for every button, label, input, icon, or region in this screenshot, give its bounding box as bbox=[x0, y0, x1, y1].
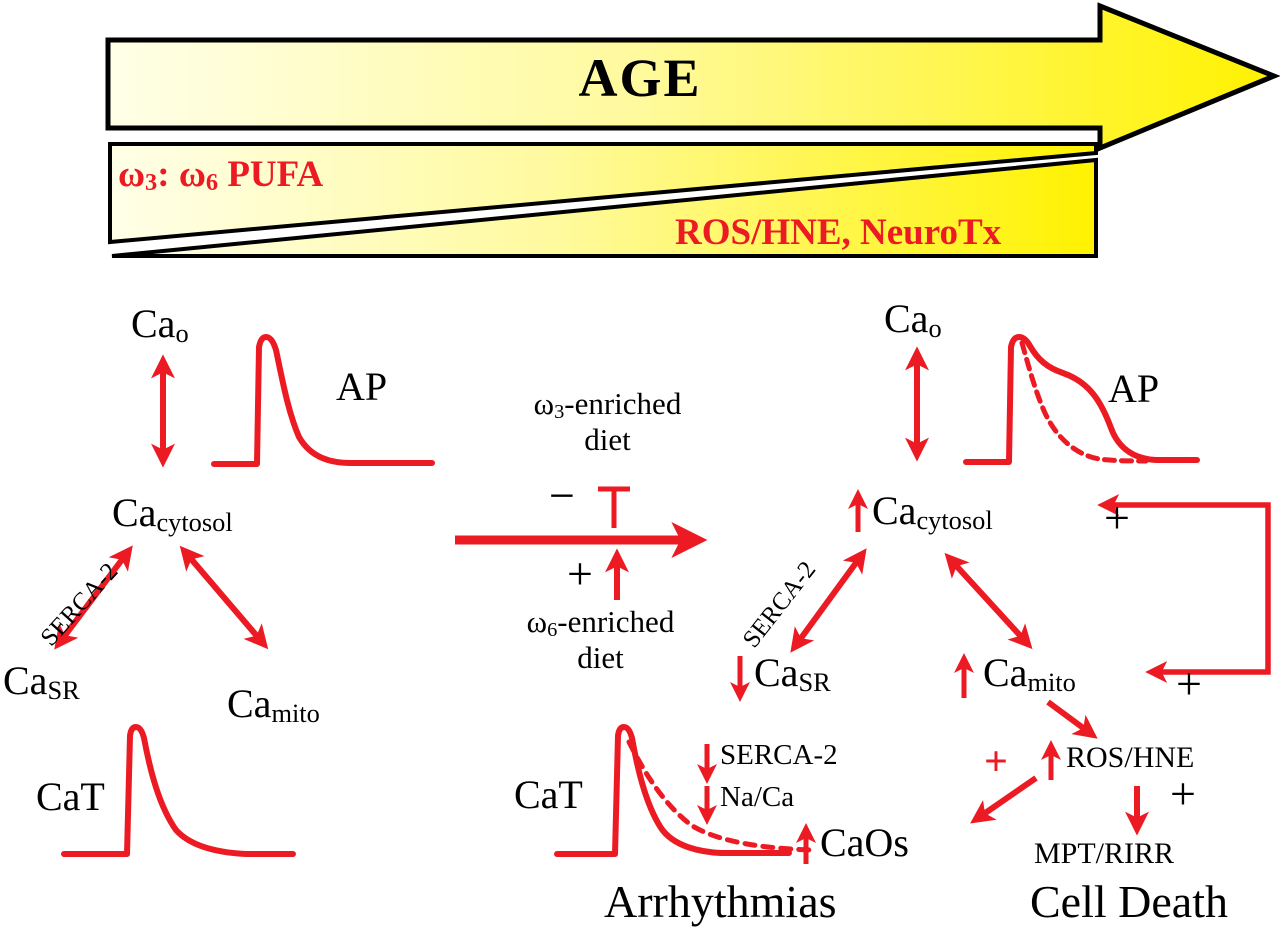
pufa-wedge bbox=[108, 142, 1098, 245]
young-camito-label: Camito bbox=[227, 681, 320, 728]
plus-sign-cytosol-feedback: + bbox=[1104, 492, 1130, 543]
young-cacytosol-label: Cacytosol bbox=[112, 490, 233, 537]
aged-camito-label: Camito bbox=[983, 650, 1076, 697]
omega3-diet-label-line2: diet bbox=[584, 422, 631, 457]
naca-decrease-label: Na/Ca bbox=[720, 781, 795, 813]
young-cat-label: CaT bbox=[36, 774, 105, 819]
aged-ap-trace-solid bbox=[963, 334, 1200, 465]
serca2-decrease-label: SERCA-2 bbox=[720, 739, 838, 771]
omega6-diet-label-line1: ω6-enriched bbox=[526, 604, 675, 641]
ros-hne-label: ROS/HNE bbox=[1066, 741, 1195, 774]
ros-neurotx-label: ROS/HNE, NeuroTx bbox=[675, 212, 1002, 253]
aged-cytosol-mito-arrow bbox=[944, 552, 1033, 650]
plus-sign-mpt: + bbox=[1170, 768, 1196, 819]
arrhythmias-label: Arrhythmias bbox=[604, 876, 837, 927]
aged-ap-trace-dashed bbox=[1019, 340, 1149, 464]
cell-death-label: Cell Death bbox=[1030, 876, 1228, 927]
omega3-minus-sign: − bbox=[549, 470, 575, 521]
young-ap-label: AP bbox=[336, 364, 388, 409]
aged-cat-label: CaT bbox=[514, 772, 583, 817]
ros-feedback-path bbox=[1097, 494, 1271, 683]
omega3-diet-label-line1: ω3-enriched bbox=[533, 386, 682, 423]
ros-to-caos-arrow bbox=[970, 775, 1038, 824]
ros-wedge bbox=[111, 157, 1098, 258]
young-cao-label: Cao bbox=[131, 301, 189, 348]
young-cat-trace bbox=[61, 724, 296, 857]
mito-to-ros-arrow bbox=[1046, 699, 1098, 739]
aged-ap-label: AP bbox=[1108, 366, 1160, 411]
omega6-plus-sign: + bbox=[567, 548, 593, 599]
young-cytosol-mito-arrow bbox=[179, 545, 269, 650]
plus-sign-mito-feedback: + bbox=[1176, 658, 1202, 709]
omega3-inhibit-tack bbox=[598, 486, 630, 528]
plus-sign-ros-caos: + bbox=[984, 739, 1008, 785]
aged-cacytosol-label: Cacytosol bbox=[872, 488, 993, 535]
caos-label: CaOs bbox=[820, 820, 909, 865]
aged-cytosol-sr-arrow bbox=[790, 548, 867, 653]
aged-cat-trace-solid bbox=[554, 724, 792, 857]
mpt-rirr-label: MPT/RIRR bbox=[1034, 837, 1175, 870]
young-cytosol-sr-arrow bbox=[54, 545, 133, 650]
aged-casr-label: CaSR bbox=[754, 650, 831, 697]
aged-cat-trace-dashed bbox=[626, 739, 816, 853]
aged-cao-label: Cao bbox=[884, 296, 942, 343]
young-casr-label: CaSR bbox=[3, 658, 80, 705]
age-arrow-banner bbox=[105, 2, 1280, 152]
young-ap-trace bbox=[211, 334, 435, 467]
omega6-diet-label-line2: diet bbox=[577, 640, 624, 675]
pufa-ratio-label: ω3: ω6 PUFA bbox=[118, 154, 324, 197]
age-label: AGE bbox=[578, 48, 702, 108]
